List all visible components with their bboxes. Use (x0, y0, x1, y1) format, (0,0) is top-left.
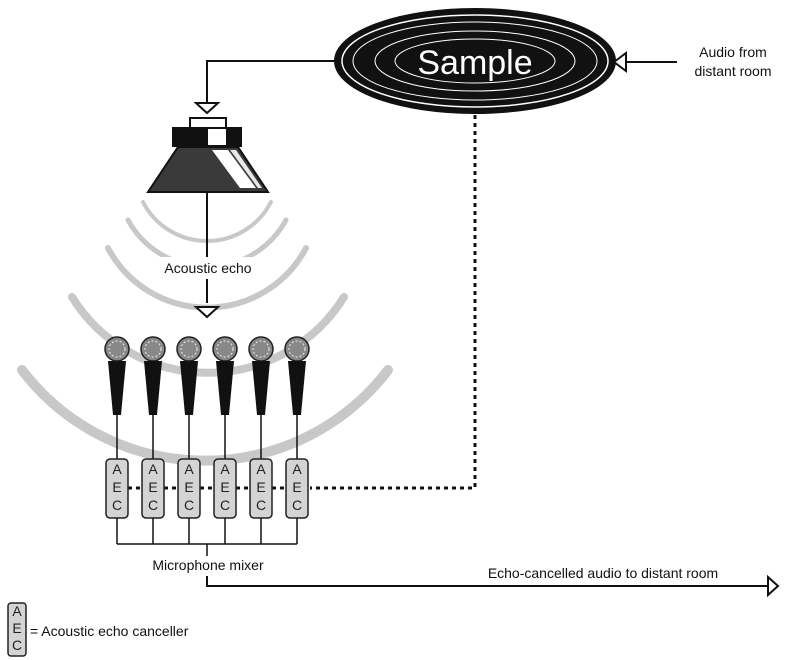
aec-unit-5: A E C (249, 458, 273, 519)
microphone-5-icon (248, 336, 274, 415)
aec-unit-3: A E C (177, 458, 201, 519)
legend: A E C = Acoustic echo canceller (7, 602, 189, 657)
aec-letter: E (184, 479, 193, 495)
aec-letter: C (292, 497, 302, 513)
aec-letter: C (12, 637, 22, 653)
badge-text: Sample (417, 44, 532, 82)
aec-letter: A (292, 461, 302, 477)
reference-signal-dotted-line (310, 115, 477, 490)
audio-input-label-line1: Audio from (699, 44, 767, 60)
aec-letter: A (220, 461, 230, 477)
aec-letter: C (148, 497, 158, 513)
acoustic-echo-label-bg (148, 257, 268, 279)
aec-unit-4: A E C (213, 458, 237, 519)
aec-letter: E (12, 620, 21, 636)
microphone-6-icon (284, 336, 310, 415)
aec-letter: C (220, 497, 230, 513)
aec-letter: A (184, 461, 194, 477)
microphone-mixer-label: Microphone mixer (152, 557, 264, 573)
audio-input-arrow (612, 51, 677, 73)
sample-badge: Sample (334, 8, 616, 114)
microphone-array (104, 336, 310, 415)
badge-to-speaker-connector (193, 60, 335, 115)
aec-letter: A (112, 461, 122, 477)
aec-letter: A (256, 461, 266, 477)
mic-to-aec-wires (116, 415, 298, 459)
output-arrow (206, 574, 780, 598)
output-label: Echo-cancelled audio to distant room (488, 565, 718, 581)
aec-letter: C (184, 497, 194, 513)
aec-letter: E (256, 479, 265, 495)
aec-unit-2: A E C (141, 458, 165, 519)
aec-letter: A (12, 603, 22, 619)
microphone-2-icon (140, 336, 166, 415)
microphone-4-icon (212, 336, 238, 415)
microphone-3-icon (176, 336, 202, 415)
legend-aec-swatch: A E C (7, 602, 27, 657)
sound-waves (17, 200, 393, 466)
aec-letter: C (112, 497, 122, 513)
acoustic-echo-arrowhead (193, 306, 221, 319)
aec-unit-6: A E C (285, 458, 309, 519)
legend-label: = Acoustic echo canceller (30, 623, 189, 639)
aec-letter: E (220, 479, 229, 495)
microphone-1-icon (104, 336, 130, 415)
mixer-bus (116, 518, 298, 556)
acoustic-echo-label: Acoustic echo (164, 260, 251, 276)
aec-letter: C (256, 497, 266, 513)
aec-letter: A (148, 461, 158, 477)
aec-letter: E (148, 479, 157, 495)
speaker-icon (146, 117, 270, 193)
audio-input-label-line2: distant room (694, 63, 771, 79)
aec-letter: E (112, 479, 121, 495)
aec-letter: E (292, 479, 301, 495)
aec-unit-1: A E C (105, 458, 129, 519)
